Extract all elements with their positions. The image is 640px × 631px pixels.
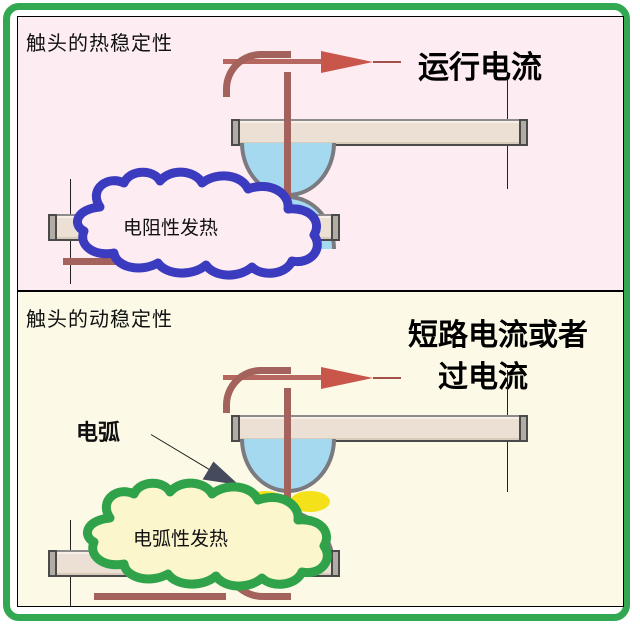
current-arrow-head-top [321,51,373,73]
busbar-lower-right-cap-bottom-panel [331,550,340,577]
conductor-vertical-bottom-panel [284,388,291,568]
current-label-shortcircuit-line1: 短路电流或者 [408,318,588,353]
busbar-upper-right-cap-bottom-panel [519,415,528,442]
current-arrow-tip-top [373,61,401,63]
busbar-upper-right-cap-top-panel [519,119,528,146]
busbar-upper-top-panel [231,119,528,146]
busbar-upper-left-cap-top-panel [231,119,240,146]
outer-green-frame [3,3,630,621]
cloud-label-arc-heating: 电弧性发热 [133,528,229,550]
panel-title-dynamic: 触头的动稳定性 [26,307,173,331]
cloud-arc-heating [48,474,358,600]
conductor-top-bend-bottom-panel [223,367,291,413]
cloud-resistive-heating [38,163,348,289]
panel-title-thermal: 触头的热稳定性 [26,31,173,55]
cloud-arc-heating-shape [83,478,332,591]
current-label-operating: 运行电流 [418,50,542,86]
busbar-upper-bottom-panel [231,415,528,442]
panel-dynamic-stability: 触头的动稳定性 短路电流或者 过电流 电弧 [17,291,624,607]
conductor-top-bend-top-panel [223,51,291,97]
current-arrow-head-bottom [321,367,373,389]
conductor-vertical-top-panel [284,72,291,232]
busbar-lower-left-cap-top-panel [48,214,57,241]
panel-thermal-stability: 触头的热稳定性 运行电流 [17,16,624,291]
current-label-shortcircuit-line2: 过电流 [438,360,528,395]
annotation-label-arc: 电弧 [76,420,121,446]
cloud-resistive-heating-shape [73,167,322,280]
conductor-bottom-lead-bottom-panel [94,593,226,600]
busbar-lower-left-cap-bottom-panel [48,550,57,577]
cloud-label-resistive-heating: 电阻性发热 [123,217,219,239]
arc-blob-right [290,491,330,512]
busbar-lower-right-cap-top-panel [331,214,340,241]
current-arrow-tip-bottom [373,377,401,379]
busbar-upper-left-cap-bottom-panel [231,415,240,442]
